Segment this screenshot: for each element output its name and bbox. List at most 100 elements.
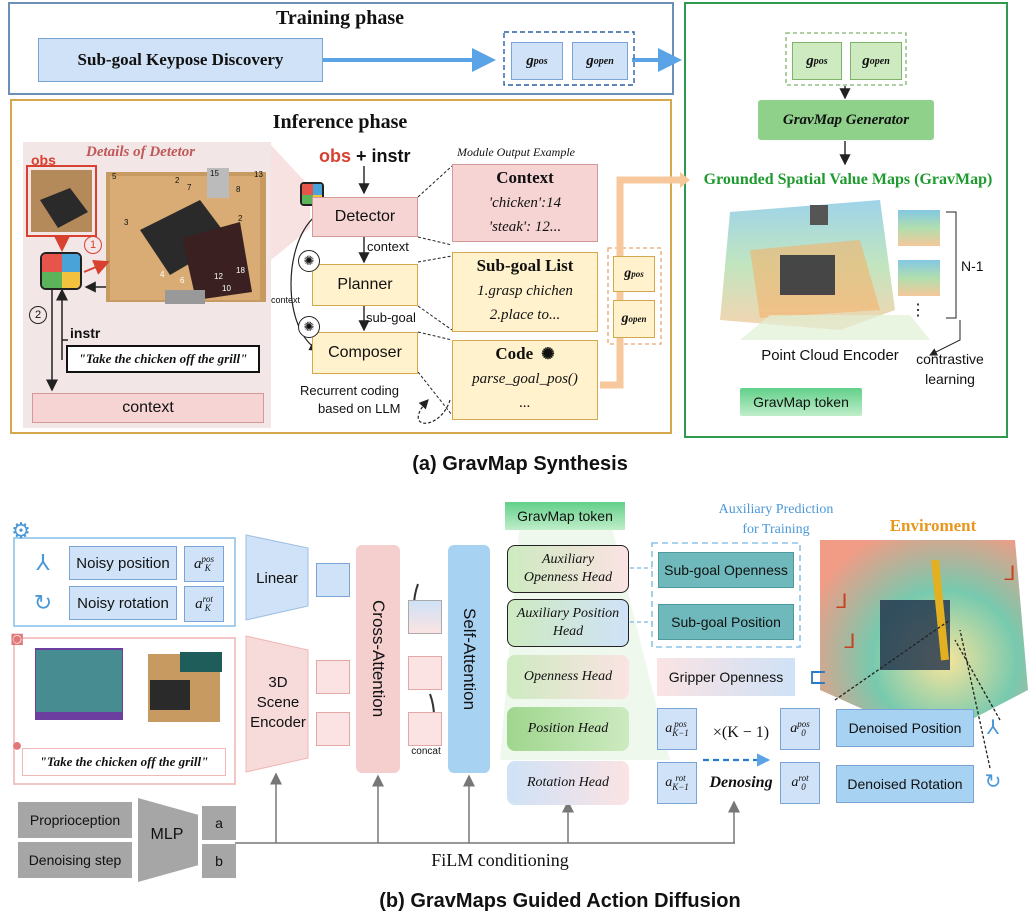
llm-icon-planner: ✺ <box>298 250 320 272</box>
point-cloud-encoder: Point Cloud Encoder <box>761 346 899 364</box>
aux-openness-head: Auxiliary Openness Head <box>507 545 629 593</box>
rgb-grill <box>150 680 190 710</box>
details-title: Details of Detetor <box>86 144 196 160</box>
scene-num: 15 <box>210 169 219 178</box>
instr-label: instr <box>70 325 101 341</box>
scene-num: 4 <box>160 270 165 279</box>
detector-icon <box>40 252 82 290</box>
gravmap-grill <box>780 255 835 295</box>
depth-image-layer <box>36 650 122 712</box>
gripper-pose-icon: ⅃ <box>844 630 856 653</box>
scene-num: 5 <box>112 172 117 181</box>
env-trajectory <box>931 559 949 661</box>
obs-instr-label: obs + instr <box>319 146 411 166</box>
contrastive-label-1: contrastive <box>916 351 984 367</box>
gravmap-token-bottom: GravMap token <box>505 502 625 530</box>
env-leader-1 <box>834 619 951 701</box>
gripper-pose-icon: ⅃ <box>836 590 848 613</box>
concat-label: concat <box>411 745 441 757</box>
gripper-pose-icon: ⅃ <box>1004 562 1016 585</box>
scene-encoder-label: 3D Scene Encoder <box>250 674 306 731</box>
instruction-box-bottom: "Take the chicken off the grill" <box>22 748 226 776</box>
inference-title: Inference phase <box>272 110 408 133</box>
gravmap-thumb-1 <box>898 210 940 246</box>
speech-icon: ● <box>11 734 23 755</box>
env-leader-2 <box>959 629 991 769</box>
encoder-shape <box>245 635 309 773</box>
aux-title-2: for Training <box>742 522 810 537</box>
obs-label: obs <box>31 152 56 168</box>
denoised-rotation: Denoised Rotation <box>836 765 974 803</box>
openness-head: Openness Head <box>507 655 629 699</box>
module-example-label: Module Output Example <box>457 145 575 159</box>
code-output-title: Code✺ <box>495 344 555 363</box>
cross-attention-label: Cross-Attention <box>369 600 388 718</box>
keypose-box: Sub-goal Keypose Discovery <box>38 38 323 82</box>
planner-bg <box>312 264 418 306</box>
gravmap-title: Grounded Spatial Value Maps (GravMap) <box>703 171 993 188</box>
gravmap-thumb-2 <box>898 260 940 296</box>
subgoal-position: Sub-goal Position <box>658 604 794 640</box>
step-1-badge: 1 <box>84 236 102 254</box>
leader-2 <box>417 236 453 246</box>
arrow-recurrent <box>417 399 451 424</box>
training-title: Training phase <box>276 6 404 29</box>
recurrent-label-2: based on LLM <box>318 401 401 416</box>
camera-icon: ◙ <box>10 627 24 650</box>
robot-arm <box>207 168 229 198</box>
linear-shape <box>245 534 309 621</box>
output-dashed-box <box>607 247 662 345</box>
mlp-a-box: a <box>202 806 236 840</box>
grill-base <box>165 290 205 304</box>
leader-3 <box>417 255 453 263</box>
gravmap-goal-box <box>785 32 907 86</box>
obs-grill <box>40 188 88 228</box>
llm-icon-code: ✺ <box>541 346 555 363</box>
caption-b: (b) GravMaps Guided Action Diffusion <box>379 889 741 912</box>
context-output-line1: 'chicken':14 <box>488 194 562 211</box>
aux-title-1: Auxiliary Prediction <box>718 502 834 517</box>
concat-cube-3 <box>408 712 442 746</box>
context-side-label: context <box>271 295 301 305</box>
film-label: FiLM conditioning <box>431 849 569 870</box>
contrastive-label-2: learning <box>925 371 975 387</box>
denoising-step-box: Denoising step <box>18 842 132 878</box>
axes-icon-out: ⅄ <box>986 716 1000 739</box>
leader-1 <box>417 165 453 198</box>
env-leader-3 <box>954 639 1001 721</box>
aux-position-head: Auxiliary Position Head <box>507 599 629 647</box>
grill-plate <box>182 222 252 300</box>
mlp-label: MLP <box>150 826 184 843</box>
scene-num: 3 <box>124 218 129 227</box>
subgoal-arrow-label: sub-goal <box>366 310 416 325</box>
subgoal-openness: Sub-goal Openness <box>658 552 794 588</box>
subgoal-output-line1: 1.grasp chichen <box>477 282 573 299</box>
goal-dashed-box <box>503 31 635 86</box>
gripper-icon: ⊏ <box>808 664 828 689</box>
composer-label: Composer <box>328 344 402 361</box>
details-callout <box>271 145 310 260</box>
leader-4 <box>417 305 453 331</box>
position-head: Position Head <box>507 707 629 751</box>
arrow-icon-scene <box>83 260 110 275</box>
n-bracket <box>946 211 957 319</box>
gravmap-arm <box>810 205 828 225</box>
arrow-context-side <box>290 213 320 351</box>
recurrent-label-1: Recurrent coding <box>300 383 399 398</box>
self-attention-bar <box>448 545 490 773</box>
planner-label: Planner <box>337 276 393 293</box>
llm-icon-composer: ✺ <box>298 316 320 338</box>
scene-num: 13 <box>254 170 263 179</box>
rotation-head: Rotation Head <box>507 761 629 805</box>
